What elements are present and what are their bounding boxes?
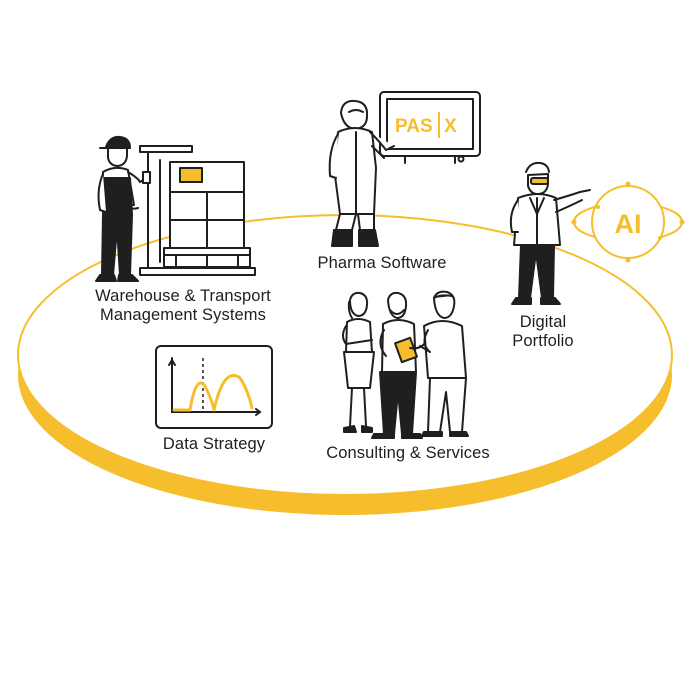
label-digital-line1: Digital: [519, 313, 567, 331]
cleanroom-worker-icon: [328, 99, 395, 247]
label-pharma: Pharma Software: [317, 254, 447, 272]
ai-globe-icon: AI: [571, 181, 685, 263]
label-warehouse-line1: Warehouse & Transport: [95, 287, 271, 305]
data-chart-icon: [155, 345, 273, 429]
monitor-icon: PAS X: [379, 91, 481, 164]
monitor-text-left: PAS: [395, 116, 433, 137]
label-warehouse: Warehouse & Transport Management Systems: [70, 287, 296, 325]
ai-badge: AI: [615, 209, 642, 239]
label-digital: Digital Portfolio: [500, 313, 586, 351]
pallet-stack-icon: [139, 145, 256, 276]
team-group-icon: [342, 290, 469, 439]
label-data-strategy: Data Strategy: [162, 435, 266, 453]
label-consulting: Consulting & Services: [326, 444, 490, 462]
label-digital-line2: Portfolio: [512, 332, 574, 350]
label-warehouse-line2: Management Systems: [100, 306, 266, 324]
warehouse-worker-icon: [95, 135, 151, 282]
monitor-text-right: X: [444, 116, 457, 137]
scientist-icon: [509, 161, 591, 305]
